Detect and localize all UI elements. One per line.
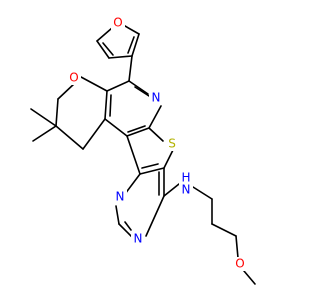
bond xyxy=(148,127,164,142)
bond xyxy=(211,223,237,237)
bond xyxy=(126,127,150,137)
bond xyxy=(128,80,149,95)
bond xyxy=(128,55,133,82)
bond xyxy=(127,125,146,133)
bond xyxy=(96,27,113,42)
pyran-oxygen-label: O xyxy=(69,71,78,85)
bond xyxy=(148,105,162,129)
ether-oxygen-label: O xyxy=(235,257,244,271)
amine-nitrogen-label: N xyxy=(182,183,191,197)
bond xyxy=(126,135,141,175)
bond xyxy=(131,33,140,57)
bond xyxy=(124,221,132,231)
bond xyxy=(235,235,239,259)
bond xyxy=(82,118,106,150)
bond xyxy=(127,36,135,54)
bond xyxy=(80,76,108,92)
bond xyxy=(124,173,141,195)
bond xyxy=(141,163,159,169)
pyridine-nitrogen-label: N xyxy=(152,91,161,105)
molecule-structure: O O N S N N H N O xyxy=(30,16,256,285)
furan-oxygen-label: O xyxy=(113,16,122,30)
bond xyxy=(55,98,59,127)
bond xyxy=(243,270,256,285)
bond-lines xyxy=(30,21,256,285)
bond xyxy=(163,183,180,197)
bond xyxy=(108,55,133,59)
bond xyxy=(134,86,150,97)
bond xyxy=(104,118,128,137)
bond xyxy=(118,223,133,238)
pyrimidine-nitrogen-top-label: N xyxy=(116,190,125,204)
bond xyxy=(57,82,76,100)
bond xyxy=(106,80,130,92)
bond xyxy=(115,205,120,225)
bond xyxy=(109,94,112,117)
bond xyxy=(104,90,108,120)
thiophene-sulfur-label: S xyxy=(168,137,176,151)
bond xyxy=(55,125,84,150)
bond xyxy=(102,42,114,56)
bond xyxy=(145,195,165,237)
atom-labels: O O N S N N H N O xyxy=(67,16,247,271)
bond xyxy=(30,108,57,127)
amine-hydrogen-label: H xyxy=(181,171,190,185)
bond xyxy=(32,125,57,142)
bond xyxy=(96,40,110,59)
pyrimidine-nitrogen-bottom-label: N xyxy=(134,232,143,246)
bond xyxy=(163,149,174,169)
bond xyxy=(139,167,165,175)
bond xyxy=(192,186,213,200)
